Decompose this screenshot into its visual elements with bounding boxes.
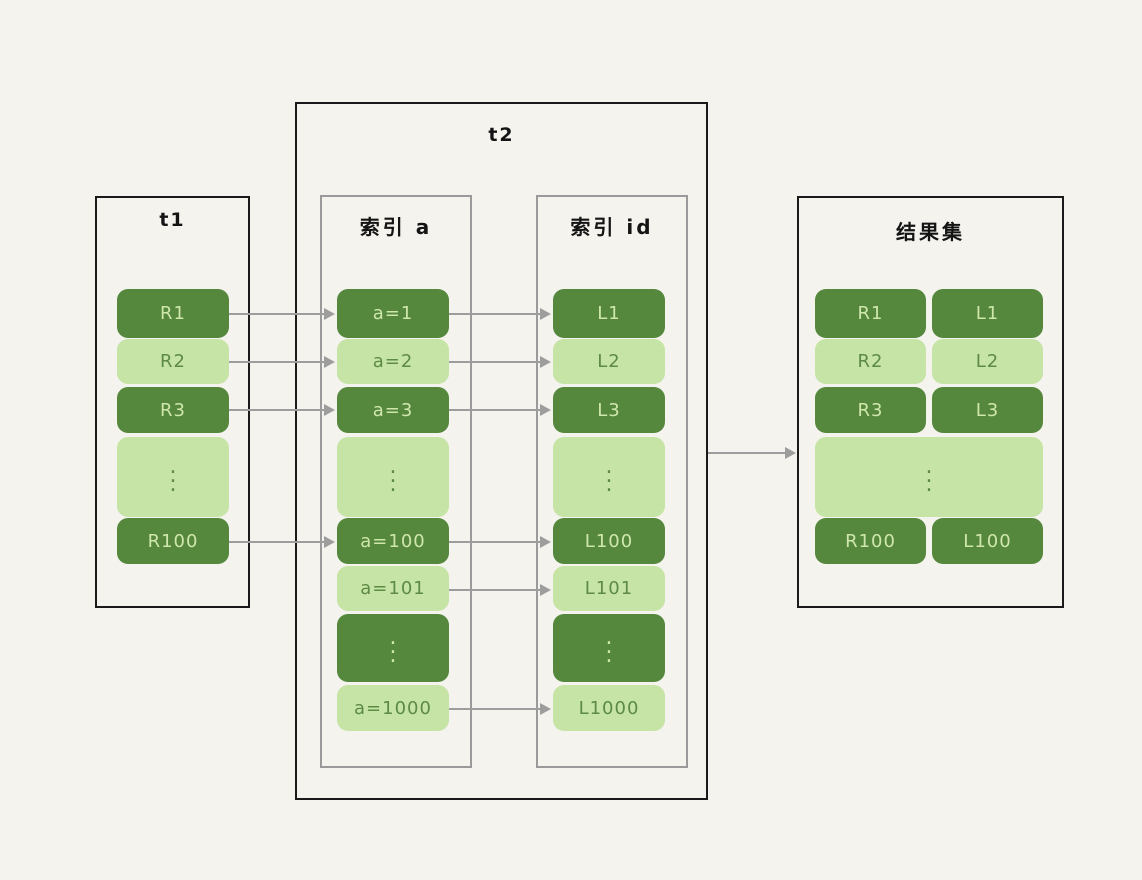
conn-a1000-to-l1000-arrowhead (540, 703, 551, 715)
index-id-cell-l100-label: L100 (584, 530, 634, 552)
index-a-cell-a-1: a=1 (337, 289, 449, 338)
index-a-cell-a-3: a=3 (337, 387, 449, 433)
result-cell-left-r2: R2 (815, 339, 926, 384)
subpanel-index-id-title: 索引 id (570, 215, 654, 239)
index-id-cell-l1000: L1000 (553, 685, 665, 731)
t1-cell-r2: R2 (117, 339, 229, 384)
conn-a1-to-l1-arrowhead (540, 308, 551, 320)
conn-r2-to-a2 (229, 361, 325, 363)
index-id-cell-l1-label: L1 (597, 303, 621, 324)
conn-r100-to-a100 (229, 541, 325, 543)
result-cell-left-r3: R3 (815, 387, 926, 433)
result-cell-right-l3-label: L3 (975, 399, 1000, 421)
index-a-cell-a-101: a=101 (337, 566, 449, 611)
conn-r1-to-a1-arrowhead (324, 308, 335, 320)
conn-a101-to-l101 (449, 589, 541, 591)
conn-r1-to-a1 (229, 313, 325, 315)
result-cell-left-r100: R100 (815, 518, 926, 564)
index-a-cell-ellipsis-6: ... (337, 614, 449, 682)
index-a-cell-a-1-label: a=1 (372, 303, 414, 324)
conn-a3-to-l3-arrowhead (540, 404, 551, 416)
t1-cell-r3-label: R3 (160, 399, 186, 421)
result-cell-left-r3-label: R3 (857, 399, 884, 421)
index-id-cell-l3: L3 (553, 387, 665, 433)
result-cell-right-l1-label: L1 (975, 303, 1000, 324)
panel-result-set-title: 结果集 (896, 220, 965, 244)
conn-a100-to-l100 (449, 541, 541, 543)
index-a-cell-a-2-label: a=2 (372, 351, 414, 372)
t1-cell-r1: R1 (117, 289, 229, 338)
index-id-cell-l1: L1 (553, 289, 665, 338)
conn-a2-to-l2-arrowhead (540, 356, 551, 368)
result-cell-left-r1: R1 (815, 289, 926, 338)
index-a-cell-a-1000: a=1000 (337, 685, 449, 731)
index-id-cell-l100: L100 (553, 518, 665, 564)
index-a-cell-a-1000-label: a=1000 (354, 697, 432, 719)
index-id-cell-l3-label: L3 (597, 399, 621, 421)
result-cell-right-l2: L2 (932, 339, 1043, 384)
subpanel-index-id: 索引 id (536, 195, 688, 768)
index-id-cell-ellipsis-3: ... (553, 437, 665, 517)
conn-a3-to-l3 (449, 409, 541, 411)
index-a-cell-a-2: a=2 (337, 339, 449, 384)
result-cell-right-l2-label: L2 (975, 351, 1000, 372)
result-cell-left-r1-label: R1 (857, 303, 884, 324)
conn-t2-to-result-set (708, 452, 786, 454)
panel-t1-title: t1 (159, 209, 186, 231)
result-cell-ellipsis: ... (815, 437, 1043, 517)
t1-cell-r1-label: R1 (160, 303, 186, 324)
result-cell-right-l100: L100 (932, 518, 1043, 564)
t1-cell-r2-label: R2 (160, 351, 186, 372)
conn-a100-to-l100-arrowhead (540, 536, 551, 548)
t1-cell-r100: R100 (117, 518, 229, 564)
conn-t2-to-result-set-arrowhead (785, 447, 796, 459)
index-id-cell-l1000-label: L1000 (578, 697, 640, 719)
t1-cell-ellipsis: ... (117, 437, 229, 517)
conn-r100-to-a100-arrowhead (324, 536, 335, 548)
index-id-cell-l101-label: L101 (584, 578, 634, 599)
result-cell-left-r2-label: R2 (857, 351, 884, 372)
index-id-cell-l2-label: L2 (597, 351, 621, 372)
index-id-cell-ellipsis-6: ... (553, 614, 665, 682)
index-a-cell-a-100-label: a=100 (360, 530, 426, 552)
result-cell-right-l1: L1 (932, 289, 1043, 338)
result-cell-right-l3: L3 (932, 387, 1043, 433)
index-id-cell-l101: L101 (553, 566, 665, 611)
t1-cell-r100-label: R100 (147, 530, 199, 552)
conn-a1-to-l1 (449, 313, 541, 315)
result-cell-left-r100-label: R100 (845, 530, 896, 552)
conn-r3-to-a3-arrowhead (324, 404, 335, 416)
index-a-cell-ellipsis-3: ... (337, 437, 449, 517)
conn-a2-to-l2 (449, 361, 541, 363)
conn-a101-to-l101-arrowhead (540, 584, 551, 596)
conn-a1000-to-l1000 (449, 708, 541, 710)
subpanel-index-a-title: 索引 a (359, 215, 433, 239)
panel-t2-title: t2 (488, 124, 515, 146)
subpanel-index-a: 索引 a (320, 195, 472, 768)
conn-r3-to-a3 (229, 409, 325, 411)
conn-r2-to-a2-arrowhead (324, 356, 335, 368)
index-id-cell-l2: L2 (553, 339, 665, 384)
index-a-cell-a-101-label: a=101 (360, 578, 426, 599)
t1-cell-r3: R3 (117, 387, 229, 433)
index-a-cell-a-3-label: a=3 (372, 399, 414, 421)
result-cell-right-l100-label: L100 (963, 530, 1012, 552)
index-a-cell-a-100: a=100 (337, 518, 449, 564)
